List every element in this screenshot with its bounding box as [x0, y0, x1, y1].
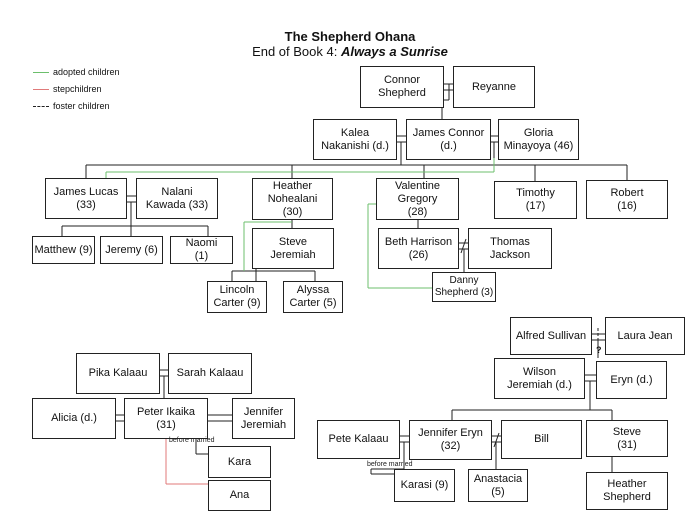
- person-matthew: Matthew (9): [32, 236, 95, 264]
- subtitle-book: Always a Sunrise: [340, 44, 448, 59]
- person-kara: Kara: [208, 446, 271, 478]
- person-thomas-jackson: Thomas Jackson: [468, 228, 552, 269]
- person-heather-nohealani: Heather Nohealani (30): [252, 178, 333, 220]
- person-alyssa-carter: Alyssa Carter (5): [283, 281, 343, 313]
- person-heather-shepherd: Heather Shepherd: [586, 472, 668, 510]
- person-pika-kalaau: Pika Kalaau: [76, 353, 160, 394]
- legend-adopted: adopted children: [33, 66, 120, 78]
- person-wilson-jeremiah: Wilson Jeremiah (d.): [494, 358, 585, 399]
- person-james-lucas: James Lucas (33): [45, 178, 127, 219]
- person-steve-jeremiah: Steve Jeremiah: [252, 228, 334, 269]
- person-valentine-gregory: Valentine Gregory (28): [376, 178, 459, 220]
- legend-adopted-swatch: [33, 71, 49, 73]
- legend-adopted-label: adopted children: [53, 67, 120, 77]
- person-alicia: Alicia (d.): [32, 398, 116, 439]
- legend-foster-swatch: [33, 105, 49, 107]
- person-eryn: Eryn (d.): [596, 361, 667, 399]
- legend-step-label: stepchildren: [53, 84, 102, 94]
- person-kalea-nakanishi: Kalea Nakanishi (d.): [313, 119, 397, 160]
- connector-lines: [61, 83, 628, 475]
- person-lincoln-carter: Lincoln Carter (9): [207, 281, 267, 313]
- person-peter-ikaika: Peter Ikaika (31): [124, 398, 208, 439]
- person-naomi: Naomi (1): [170, 236, 233, 264]
- person-karasi: Karasi (9): [394, 469, 455, 502]
- person-laura-jean: Laura Jean: [605, 317, 685, 355]
- person-connor-shepherd: Connor Shepherd: [360, 66, 444, 108]
- person-ana: Ana: [208, 480, 271, 511]
- person-gloria-minayoya: Gloria Minayoya (46): [498, 119, 579, 160]
- chart-subtitle: End of Book 4: Always a Sunrise: [0, 44, 700, 59]
- person-danny-shepherd: Danny Shepherd (3): [432, 272, 496, 302]
- person-timothy: Timothy (17): [494, 181, 577, 219]
- person-pete-kalaau: Pete Kalaau: [317, 420, 400, 459]
- person-alfred-sullivan: Alfred Sullivan: [510, 317, 592, 355]
- person-jennifer-eryn: Jennifer Eryn (32): [409, 420, 492, 460]
- person-james-connor: James Connor (d.): [406, 119, 491, 160]
- unknown-marker: ?: [596, 345, 602, 355]
- person-bill: Bill: [501, 420, 582, 459]
- chart-title: The Shepherd Ohana: [284, 29, 416, 44]
- person-jennifer-jeremiah: Jennifer Jeremiah: [232, 398, 295, 439]
- before-married-note-right: before married: [367, 461, 413, 468]
- adopted-lines: [105, 158, 495, 289]
- person-sarah-kalaau: Sarah Kalaau: [168, 353, 252, 394]
- person-nalani-kawada: Nalani Kawada (33): [136, 178, 218, 219]
- legend-foster-label: foster children: [53, 101, 110, 111]
- legend-step: stepchildren: [33, 83, 102, 95]
- legend-step-swatch: [33, 88, 49, 90]
- person-reyanne: Reyanne: [453, 66, 535, 108]
- subtitle-prefix: End of Book 4:: [252, 44, 338, 59]
- person-anastacia: Anastacia (5): [468, 469, 528, 502]
- person-jeremy: Jeremy (6): [100, 236, 163, 264]
- legend-foster: foster children: [33, 100, 110, 112]
- person-steve-31: Steve (31): [586, 420, 668, 457]
- before-married-note-left: before married: [169, 437, 215, 444]
- person-robert: Robert (16): [586, 180, 668, 219]
- person-beth-harrison: Beth Harrison (26): [378, 228, 459, 269]
